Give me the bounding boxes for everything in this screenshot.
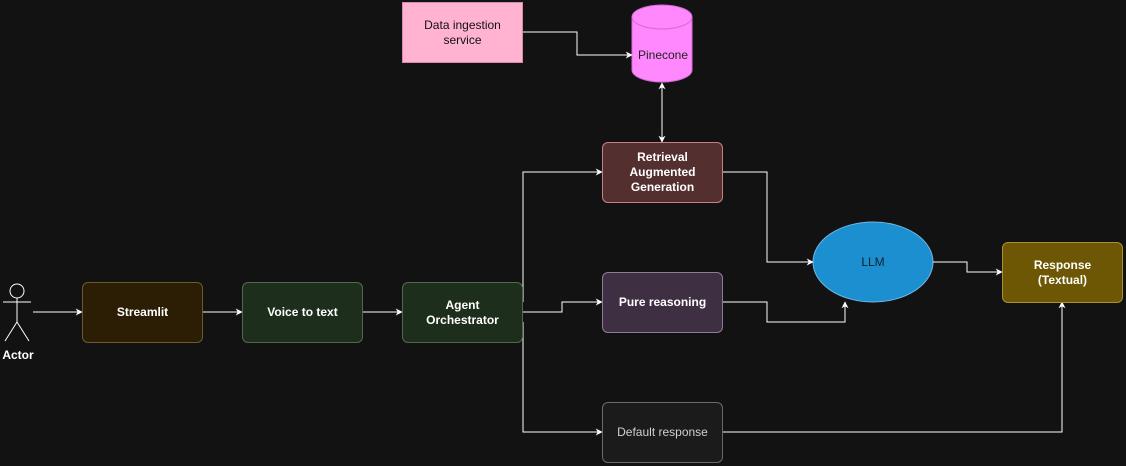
edge-ingest-pinecone (523, 31, 633, 59)
voice-to-text-label: Voice to text (267, 305, 338, 319)
default-response-node[interactable]: Default response (602, 402, 723, 463)
agent-orchestrator-node[interactable]: Agent Orchestrator (402, 282, 523, 343)
response-node[interactable]: Response (Textual) (1002, 242, 1123, 303)
data-ingestion-service-label: Data ingestion service (424, 17, 501, 47)
edge-agent-pure (523, 298, 603, 313)
rag-label: Retrieval Augmented Generation (629, 150, 696, 194)
rag-node[interactable]: Retrieval Augmented Generation (602, 142, 723, 203)
pinecone-cylinder[interactable] (631, 4, 693, 83)
edge-default-response (723, 301, 1066, 433)
pure-reasoning-node[interactable]: Pure reasoning (602, 272, 723, 333)
edge-rag-llm (723, 171, 814, 266)
edge-agent-rag (522, 168, 603, 302)
data-ingestion-service-node[interactable]: Data ingestion service (402, 2, 523, 63)
response-label: Response (Textual) (1033, 257, 1092, 287)
voice-to-text-node[interactable]: Voice to text (242, 282, 363, 343)
agent-orchestrator-label: Agent Orchestrator (426, 297, 499, 327)
default-response-label: Default response (617, 425, 708, 439)
edge-agent-default (522, 322, 603, 436)
actor-label: Actor (2, 348, 34, 362)
edge-pure-llm (723, 301, 849, 323)
streamlit-node[interactable]: Streamlit (82, 282, 203, 343)
pure-reasoning-label: Pure reasoning (618, 295, 707, 309)
llm-label: LLM (861, 255, 885, 269)
streamlit-label: Streamlit (116, 305, 169, 319)
edge-llm-response (933, 261, 1003, 276)
pinecone-label: Pinecone (637, 48, 689, 62)
actor-icon (3, 283, 31, 342)
